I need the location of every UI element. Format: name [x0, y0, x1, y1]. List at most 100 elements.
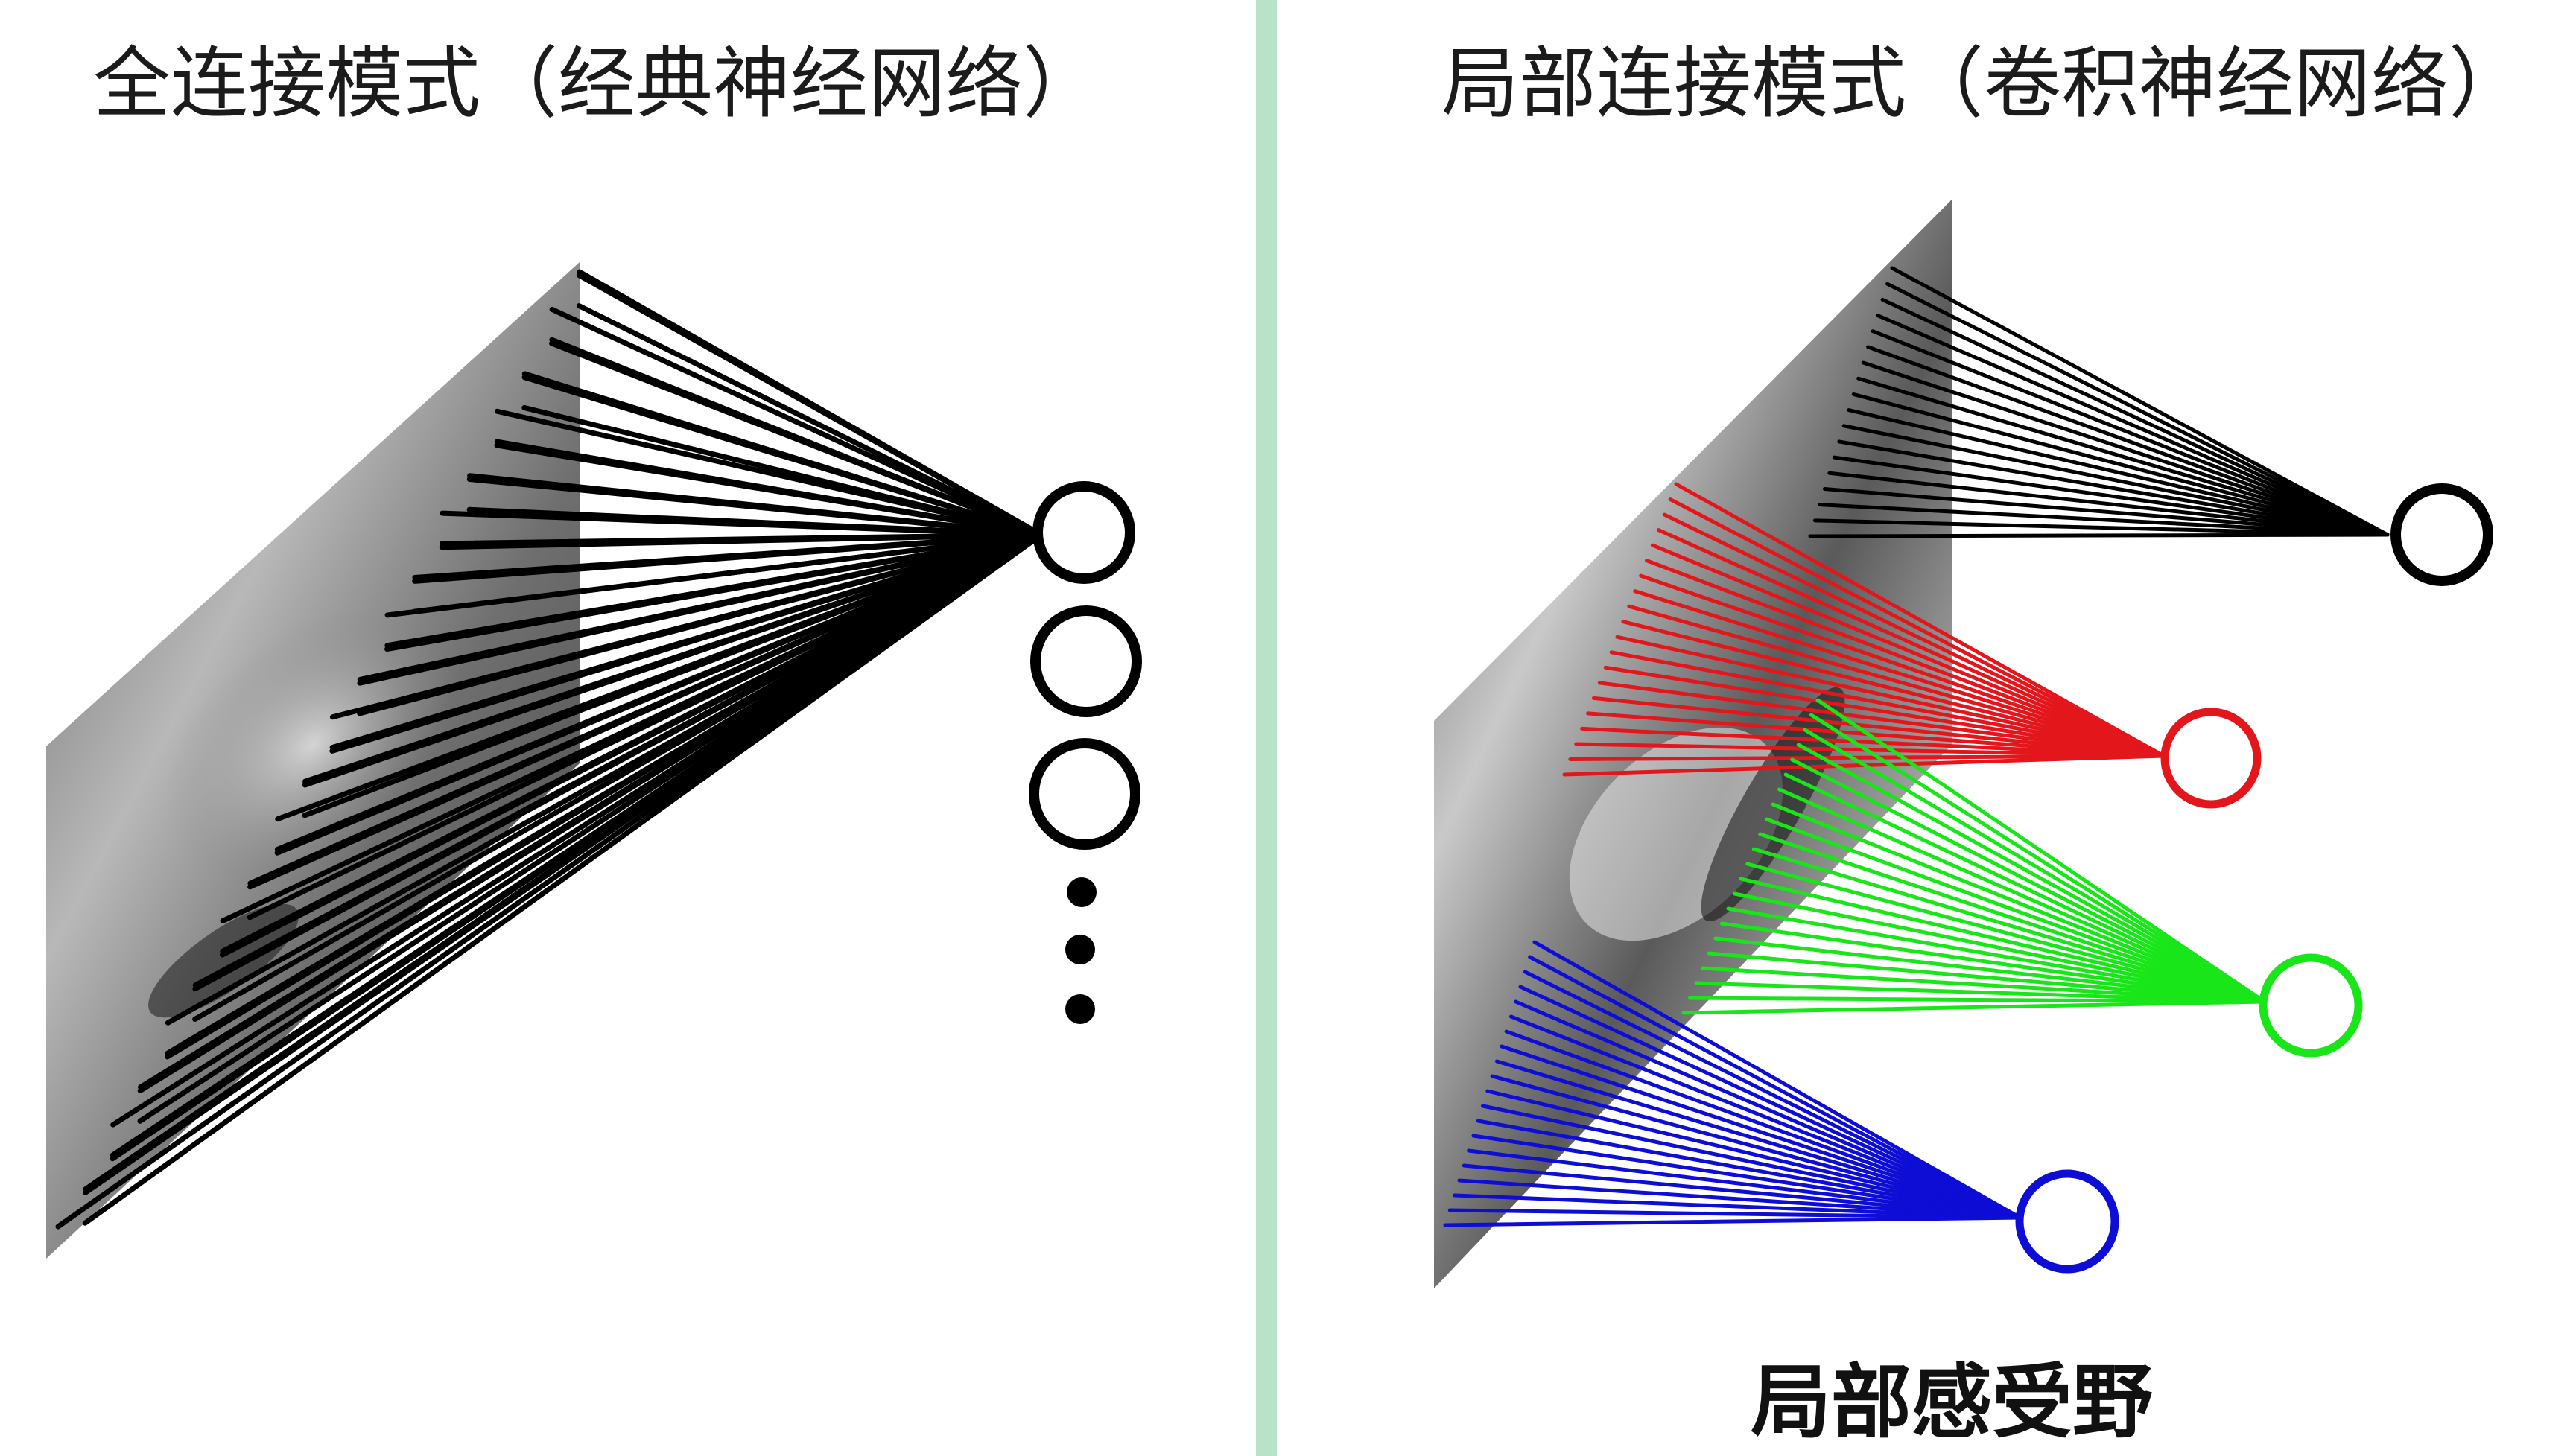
red-local-line — [1580, 726, 2166, 758]
blue-local-line — [1494, 1059, 2022, 1220]
green-local-line — [1681, 999, 2267, 1015]
red-local-line — [1633, 589, 2166, 758]
green-local-line — [1694, 981, 2267, 1004]
green-local-line — [1739, 877, 2267, 1004]
red-local-line — [1674, 482, 2166, 758]
blue-local-line — [1500, 1044, 2022, 1220]
output-neuron-blue — [2015, 1169, 2119, 1274]
black-local-line — [1880, 297, 2390, 537]
full-connection-line — [357, 532, 1044, 686]
green-local-line — [1733, 891, 2267, 1004]
blue-local-line — [1485, 1089, 2022, 1220]
output-neuron-3 — [1029, 738, 1140, 850]
blue-local-line — [1462, 1163, 2022, 1220]
full-connection-line — [384, 532, 1044, 618]
green-local-line — [1783, 772, 2267, 1004]
blue-local-line — [1523, 970, 2022, 1220]
blue-local-line — [1532, 940, 2022, 1220]
ellipsis-dot-3 — [1065, 994, 1095, 1024]
full-connection-line — [192, 532, 1044, 992]
red-local-line — [1645, 559, 2166, 758]
full-connection-line — [466, 476, 1044, 538]
full-connection-line — [577, 273, 1044, 538]
blue-local-line — [1447, 1208, 2022, 1220]
receptive-field-caption: 局部感受野 — [1751, 1356, 2154, 1449]
black-local-line — [1890, 266, 2390, 537]
full-connection-line — [275, 532, 1044, 822]
blue-local-line — [1443, 1215, 2022, 1227]
blue-local-line — [1518, 985, 2022, 1220]
blue-local-line — [1481, 1104, 2022, 1220]
green-local-line — [1701, 966, 2267, 1004]
black-local-line — [1866, 345, 2390, 537]
blue-local-line — [1471, 1134, 2022, 1220]
red-local-line — [1574, 742, 2166, 758]
green-local-line — [1726, 906, 2267, 1004]
red-local-line — [1586, 711, 2166, 758]
green-local-line — [1803, 728, 2267, 1004]
black-local-line — [1856, 376, 2390, 537]
full-connection-lines — [55, 269, 1044, 1230]
black-local-line — [1841, 424, 2390, 537]
red-local-line — [1668, 497, 2166, 758]
green-local-line — [1719, 921, 2267, 1004]
ellipsis-dot-1 — [1067, 877, 1097, 907]
red-local-line — [1656, 528, 2166, 758]
red-local-line — [1609, 650, 2166, 758]
blue-local-line — [1457, 1178, 2022, 1220]
black-local-line — [1851, 392, 2390, 537]
blue-local-line — [1490, 1074, 2022, 1220]
black-local-line — [1837, 439, 2390, 537]
full-connection-line — [494, 442, 1044, 538]
panel-divider — [1256, 0, 1277, 1456]
green-local-line — [1771, 802, 2267, 1004]
output-neuron-2 — [1030, 605, 1142, 717]
black-local-line — [1818, 503, 2390, 537]
green-local-line — [1809, 713, 2267, 1004]
red-local-line — [1662, 512, 2166, 758]
full-connection-line — [412, 532, 1044, 584]
locally-connected-panel — [1434, 200, 2493, 1288]
ellipsis-dot-2 — [1065, 935, 1095, 964]
blue-local-line — [1453, 1193, 2022, 1220]
black-local-line — [1885, 282, 2390, 537]
green-local-line — [1758, 832, 2267, 1004]
full-connection-line — [110, 532, 1044, 1128]
full-connection-line — [55, 532, 1044, 1230]
full-connection-line — [521, 375, 1044, 538]
black-local-line — [1847, 408, 2390, 537]
black-local-line — [1812, 518, 2390, 537]
left-panel-title: 全连接模式（经典神经网络） — [93, 38, 1101, 129]
black-local-line — [1832, 455, 2390, 537]
green-local-line — [1713, 936, 2267, 1004]
black-local-line — [1827, 471, 2390, 537]
full-connection-line — [549, 340, 1044, 538]
full-connection-line — [384, 532, 1044, 652]
blue-local-line — [1508, 1014, 2022, 1220]
green-local-line — [1688, 996, 2267, 1004]
black-local-line — [1808, 533, 2390, 538]
full-connection-line — [439, 532, 1044, 550]
full-connection-line — [329, 532, 1044, 720]
output-neuron-1 — [1032, 481, 1135, 584]
red-local-line — [1639, 573, 2166, 758]
fully-connected-panel — [46, 262, 1142, 1259]
output-neuron-green — [2259, 953, 2363, 1058]
green-local-line — [1790, 757, 2267, 1004]
full-connection-line — [165, 532, 1044, 1026]
full-connection-line — [494, 408, 1044, 538]
black-local-line — [1822, 486, 2390, 537]
green-local-line — [1764, 817, 2267, 1004]
green-local-line — [1796, 743, 2267, 1004]
red-local-line — [1568, 754, 2166, 761]
output-neuron-black — [2390, 483, 2493, 586]
blue-local-line — [1467, 1148, 2022, 1220]
red-local-line — [1591, 696, 2166, 758]
green-local-line — [1745, 862, 2267, 1004]
red-local-line — [1603, 665, 2166, 758]
local-connection-lines — [1443, 266, 2390, 1227]
full-connection-line — [220, 532, 1044, 923]
full-connection-line — [302, 532, 1044, 788]
blue-local-line — [1514, 999, 2022, 1220]
